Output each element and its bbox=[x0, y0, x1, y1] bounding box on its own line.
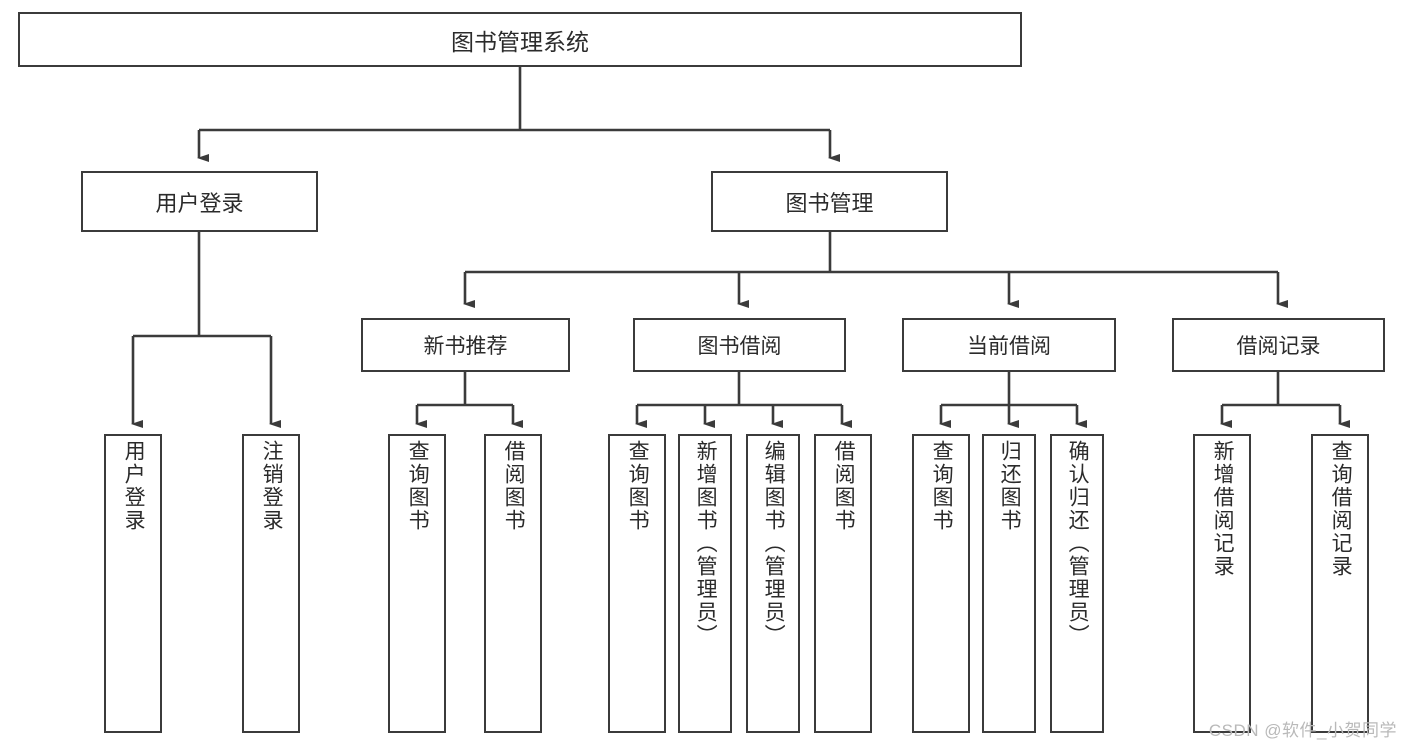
leaf-query-borrow-record-label: 查询借阅记录 bbox=[1329, 440, 1353, 578]
node-book-borrow[interactable]: 图书借阅 bbox=[633, 318, 846, 372]
leaf-logout-label: 注销登录 bbox=[260, 440, 284, 532]
node-book-management-label: 图书管理 bbox=[785, 190, 874, 216]
leaf-logout[interactable]: 注销登录 bbox=[242, 434, 300, 733]
node-user-login-label: 用户登录 bbox=[155, 190, 244, 216]
leaf-user-login-label: 用户登录 bbox=[122, 440, 146, 532]
leaf-query-book-borrow-label: 查询图书 bbox=[626, 440, 650, 532]
leaf-query-borrow-record[interactable]: 查询借阅记录 bbox=[1311, 434, 1369, 733]
node-current-borrow[interactable]: 当前借阅 bbox=[902, 318, 1116, 372]
node-current-borrow-label: 当前借阅 bbox=[967, 335, 1051, 358]
leaf-confirm-return-admin-label: 确认归还（管理员） bbox=[1066, 440, 1090, 647]
leaf-query-book-recommend-label: 查询图书 bbox=[406, 440, 430, 532]
leaf-return-book[interactable]: 归还图书 bbox=[982, 434, 1036, 733]
node-user-login[interactable]: 用户登录 bbox=[81, 171, 318, 232]
node-book-borrow-label: 图书借阅 bbox=[697, 335, 782, 358]
leaf-add-borrow-record-label: 新增借阅记录 bbox=[1211, 440, 1235, 578]
node-new-book-recommend[interactable]: 新书推荐 bbox=[361, 318, 570, 372]
leaf-return-book-label: 归还图书 bbox=[998, 440, 1022, 532]
leaf-user-login[interactable]: 用户登录 bbox=[104, 434, 162, 733]
node-book-management[interactable]: 图书管理 bbox=[711, 171, 948, 232]
leaf-borrow-book-label: 借阅图书 bbox=[832, 440, 856, 532]
leaf-query-book-borrow[interactable]: 查询图书 bbox=[608, 434, 666, 733]
leaf-edit-book-admin-label: 编辑图书（管理员） bbox=[762, 440, 786, 647]
leaf-add-book-admin[interactable]: 新增图书（管理员） bbox=[678, 434, 732, 733]
leaf-query-book-recommend[interactable]: 查询图书 bbox=[388, 434, 446, 733]
leaf-query-book-current[interactable]: 查询图书 bbox=[912, 434, 970, 733]
leaf-borrow-book[interactable]: 借阅图书 bbox=[814, 434, 872, 733]
leaf-add-borrow-record[interactable]: 新增借阅记录 bbox=[1193, 434, 1251, 733]
node-borrow-record-label: 借阅记录 bbox=[1236, 335, 1321, 358]
node-borrow-record[interactable]: 借阅记录 bbox=[1172, 318, 1385, 372]
leaf-confirm-return-admin[interactable]: 确认归还（管理员） bbox=[1050, 434, 1104, 733]
node-root[interactable]: 图书管理系统 bbox=[18, 12, 1022, 67]
leaf-edit-book-admin[interactable]: 编辑图书（管理员） bbox=[746, 434, 800, 733]
watermark: CSDN @软件_小贺同学 bbox=[1208, 721, 1397, 740]
leaf-borrow-book-recommend-label: 借阅图书 bbox=[502, 440, 526, 532]
leaf-borrow-book-recommend[interactable]: 借阅图书 bbox=[484, 434, 542, 733]
leaf-add-book-admin-label: 新增图书（管理员） bbox=[694, 440, 718, 647]
node-root-label: 图书管理系统 bbox=[451, 28, 589, 55]
leaf-query-book-current-label: 查询图书 bbox=[930, 440, 954, 532]
node-new-book-recommend-label: 新书推荐 bbox=[423, 335, 508, 358]
